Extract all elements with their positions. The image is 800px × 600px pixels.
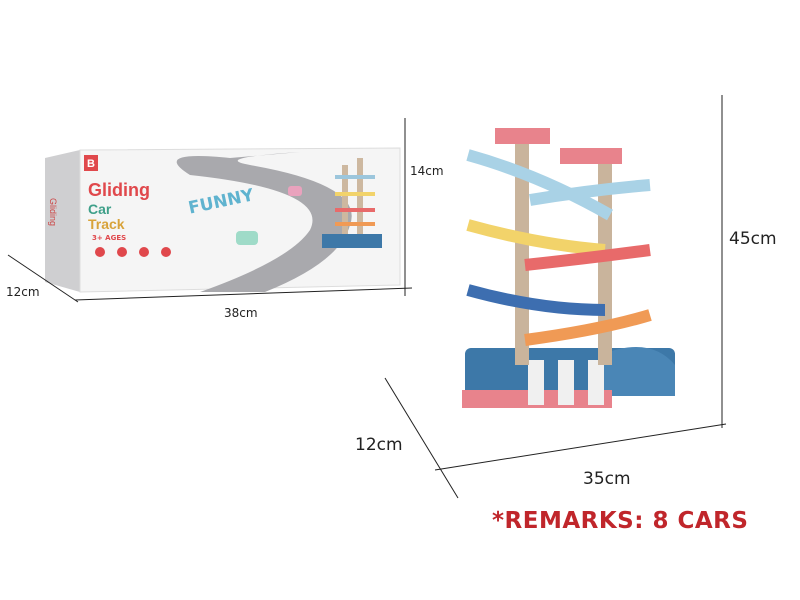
box-height-label: 14cm [410,164,444,178]
toy-depth-line [384,377,459,499]
box-depth-line [7,254,79,303]
box-length-line [74,287,413,301]
toy-on-box [322,158,382,248]
box-age: 3+ AGES [92,234,127,242]
pink-car [288,186,302,196]
toy-height-label: 45cm [729,229,777,249]
side-title: Gliding [48,198,58,226]
brand-logo [84,155,98,171]
car-track-toy [462,128,675,408]
toy-depth-label: 12cm [355,435,403,455]
box-icons [95,247,171,257]
remarks-text: *REMARKS: 8 CARS [492,508,749,534]
logo-letter: B [87,158,95,170]
box-depth-label: 12cm [6,285,40,299]
box-title-line3: Track [88,216,125,232]
toy-width-line [434,423,727,471]
box-title-line2: Car [88,201,112,217]
product-box: B Gliding [45,147,401,293]
road-graphic [176,152,352,292]
box-length-label: 38cm [224,306,258,320]
green-car [236,231,258,245]
toy-width-label: 35cm [583,469,631,489]
box-title-line1: Gliding [88,180,150,200]
